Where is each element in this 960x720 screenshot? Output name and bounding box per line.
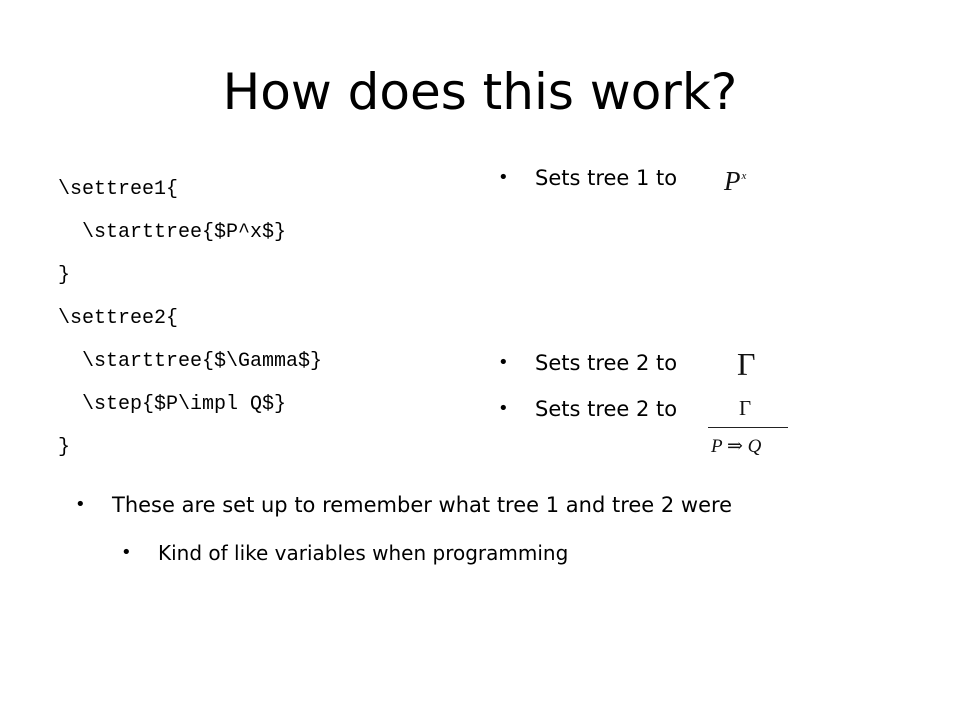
bullet-remember-trees: • These are set up to remember what tree…	[75, 491, 733, 519]
bullet-icon: •	[498, 167, 509, 188]
sub-bullet-variables: • Kind of like variables when programmin…	[121, 539, 569, 567]
bullet-label: Sets tree 1 to	[535, 166, 678, 190]
bullet-icon: •	[75, 494, 86, 515]
formula-gamma: Γ	[737, 346, 756, 382]
code-line: }	[58, 264, 71, 287]
formula-superscript: x	[741, 170, 747, 182]
bullet-sets-tree2-inference: • Sets tree 2 to	[498, 395, 678, 423]
bullet-sets-tree2-gamma: • Sets tree 2 to	[498, 349, 678, 377]
code-line: \settree2{	[58, 307, 179, 330]
bullet-label: Sets tree 2 to	[535, 351, 678, 375]
latex-code-block: \settree1{ \starttree{$P^x$}}\settree2{ …	[58, 168, 322, 469]
code-line: }	[58, 436, 71, 459]
bullet-label: Kind of like variables when programming	[158, 541, 569, 565]
bullet-icon: •	[498, 352, 509, 373]
bullet-icon: •	[498, 398, 509, 419]
code-line: \step{$P\impl Q$}	[58, 393, 287, 416]
bullet-icon: •	[121, 542, 132, 563]
bullet-sets-tree1: • Sets tree 1 to	[498, 164, 678, 192]
slide-title: How does this work?	[222, 63, 738, 121]
inference-line	[708, 427, 788, 428]
formula-conclusion: P ⇒ Q	[711, 436, 762, 457]
formula-gamma-premise: Γ	[739, 396, 752, 420]
code-line: \starttree{$\Gamma$}	[58, 350, 323, 373]
formula-p-superscript-x: Px	[724, 166, 746, 202]
code-line: \settree1{	[58, 178, 179, 201]
code-line: \starttree{$P^x$}	[58, 221, 287, 244]
bullet-label: These are set up to remember what tree 1…	[112, 493, 733, 517]
bullet-label: Sets tree 2 to	[535, 397, 678, 421]
formula-base: P	[724, 166, 741, 196]
